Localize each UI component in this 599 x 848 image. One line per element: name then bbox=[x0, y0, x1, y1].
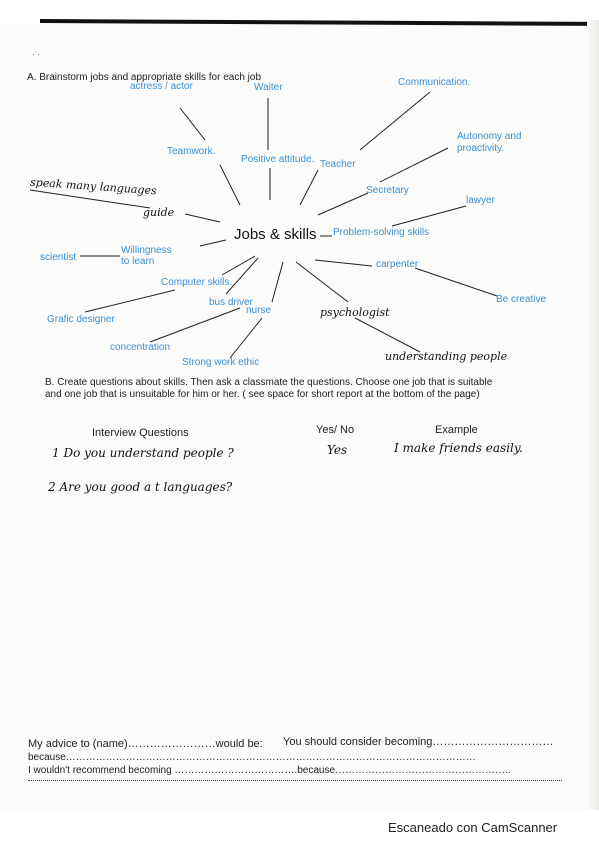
node-scientist: scientist bbox=[40, 252, 77, 263]
node-lawyer: lawyer bbox=[466, 195, 495, 206]
node-guide: guide bbox=[143, 206, 175, 219]
column-header-yes-no: Yes/ No bbox=[316, 424, 355, 436]
node-actress-actor: actress / actor bbox=[130, 81, 193, 92]
node-willingness-line2: to learn bbox=[121, 256, 155, 267]
node-psychologist: psychologist bbox=[320, 306, 390, 319]
node-positive-attitude: Positive attitude. bbox=[241, 154, 315, 165]
report-consider-becoming: You should consider becoming…………………………… bbox=[283, 736, 554, 748]
node-carpenter: carpenter bbox=[376, 259, 419, 270]
node-strong-work-ethic: Strong work ethic bbox=[182, 357, 260, 368]
scanner-footer: Escaneado con CamScanner bbox=[0, 810, 599, 848]
column-header-example: Example bbox=[435, 424, 478, 436]
node-nurse: nurse bbox=[246, 305, 272, 316]
worksheet-page: ·˙· A. Brain bbox=[27, 19, 599, 810]
section-b-instructions-line1: B. Create questions about skills. Then a… bbox=[45, 377, 493, 388]
question-1-example: I make friends easily. bbox=[394, 441, 523, 455]
mind-map-center: Jobs & skills bbox=[234, 226, 317, 243]
node-autonomy-line2: proactivity. bbox=[457, 143, 505, 154]
node-waiter: Waiter bbox=[254, 82, 283, 93]
report-blank-line bbox=[28, 780, 562, 781]
node-be-creative: Be creative bbox=[496, 294, 547, 305]
node-teamwork: Teamwork. bbox=[167, 146, 216, 157]
mind-map-connectors bbox=[29, 91, 498, 359]
page-edge-shadow bbox=[587, 20, 599, 810]
node-autonomy-line1: Autonomy and bbox=[457, 131, 522, 142]
node-grafic-designer: Grafic designer bbox=[47, 314, 115, 325]
section-b-instructions-line2: and one job that is unsuitable for him o… bbox=[45, 389, 480, 400]
section-a-heading: A. Brainstorm jobs and appropriate skill… bbox=[27, 72, 262, 83]
node-problem-solving: Problem-solving skills bbox=[333, 227, 430, 238]
node-secretary: Secretary bbox=[366, 185, 409, 196]
question-1-answer: Yes bbox=[327, 443, 348, 457]
node-understanding-people: understanding people bbox=[385, 350, 508, 363]
node-teacher: Teacher bbox=[320, 159, 356, 170]
question-1: 1 Do you understand people ? bbox=[52, 446, 234, 460]
report-not-recommend: I wouldn't recommend becoming …………………………… bbox=[28, 765, 511, 776]
node-communication: Communication. bbox=[398, 77, 471, 88]
report-advice-name: My advice to (name)……………………would be: bbox=[28, 738, 263, 750]
node-concentration: concentration bbox=[110, 342, 171, 353]
scanner-watermark: Escaneado con CamScanner bbox=[388, 820, 558, 835]
node-computer-skills: Computer skills. bbox=[161, 277, 233, 288]
column-header-questions: Interview Questions bbox=[92, 427, 189, 439]
node-willingness-line1: Willingness bbox=[121, 245, 172, 256]
node-bus-driver: bus driver bbox=[209, 297, 253, 308]
report-because-line: because………………………………………………………………………………………… bbox=[28, 752, 476, 763]
question-2: 2 Are you good a t languages? bbox=[48, 480, 233, 494]
